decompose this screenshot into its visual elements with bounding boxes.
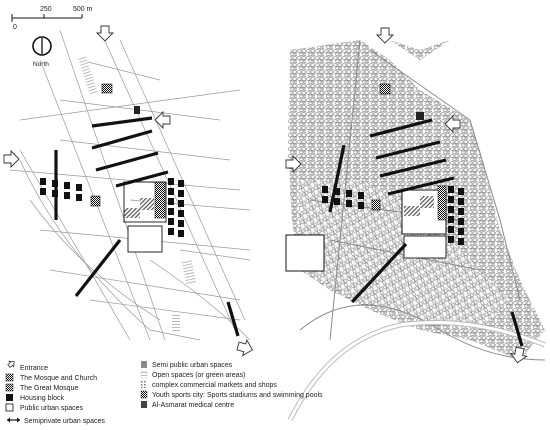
left-housing-blocks	[40, 178, 184, 237]
legend-label-public-space: Public urban spaces	[20, 405, 84, 412]
housing-block-icon	[6, 394, 13, 401]
legend-label-semi-public: Semi public urban spaces	[152, 362, 233, 369]
left-entrance-east	[154, 111, 171, 129]
legend-label-mosque-church: The Mosque and Church	[20, 375, 97, 382]
legend-label-housing-block: Housing block	[20, 395, 64, 402]
left-great-mosque	[90, 195, 101, 207]
legend-label-sports: Youth sports city: Sports stadiums and s…	[152, 392, 323, 399]
legend: Entrance The Mosque and Church The Great…	[5, 360, 323, 425]
left-open-space	[78, 55, 98, 97]
right-semipublic-axes	[328, 118, 524, 347]
left-entrance-north	[96, 25, 114, 42]
great-mosque-icon	[5, 383, 14, 392]
right-great-mosque	[371, 199, 381, 211]
legend-label-semiprivate: Semiprivate urban spaces	[24, 418, 105, 425]
legend-label-commercial: complex commercial markets and shops	[152, 382, 277, 389]
scale-label-500: 500 m	[73, 6, 93, 13]
right-commercial	[404, 206, 420, 216]
left-entrance-west	[3, 150, 20, 168]
scale-label-0: 0	[13, 24, 17, 31]
semiprivate-arrow-icon	[7, 417, 20, 423]
left-sports-city	[154, 181, 166, 219]
legend-label-great-mosque: The Great Mosque	[20, 385, 78, 392]
north-label: North	[33, 61, 49, 68]
right-road-network	[299, 39, 546, 361]
left-entrance-southeast	[235, 337, 256, 359]
semi-public-line-icon	[141, 361, 147, 368]
right-entrance-north	[376, 27, 394, 44]
public-space-icon	[5, 403, 14, 412]
left-mosque-church	[101, 83, 113, 94]
open-space-icon	[140, 370, 148, 379]
sports-icon	[140, 390, 148, 399]
legend-label-open-space: Open spaces (or green areas)	[152, 372, 245, 379]
scale-bar: 0 250 500 m	[11, 6, 93, 31]
legend-label-entrance: Entrance	[20, 365, 48, 372]
right-housing-blocks	[322, 186, 464, 245]
legend-label-medical: Al-Asmarat medical centre	[152, 402, 234, 409]
medical-icon	[141, 401, 147, 408]
right-mosque-church	[379, 83, 391, 95]
north-indicator: North	[32, 36, 52, 68]
commercial-icon	[141, 381, 147, 388]
scale-label-250: 250	[40, 6, 52, 13]
left-commercial	[124, 208, 140, 218]
right-sports-city	[437, 185, 447, 221]
mosque-church-icon	[5, 373, 14, 382]
entrance-arrow-icon	[7, 360, 15, 368]
right-public-space	[285, 234, 325, 272]
right-plan	[285, 27, 546, 422]
left-semipublic-axes	[54, 116, 240, 337]
left-plan	[3, 25, 256, 359]
left-medical-centre	[134, 106, 140, 114]
left-public-space	[127, 225, 163, 253]
